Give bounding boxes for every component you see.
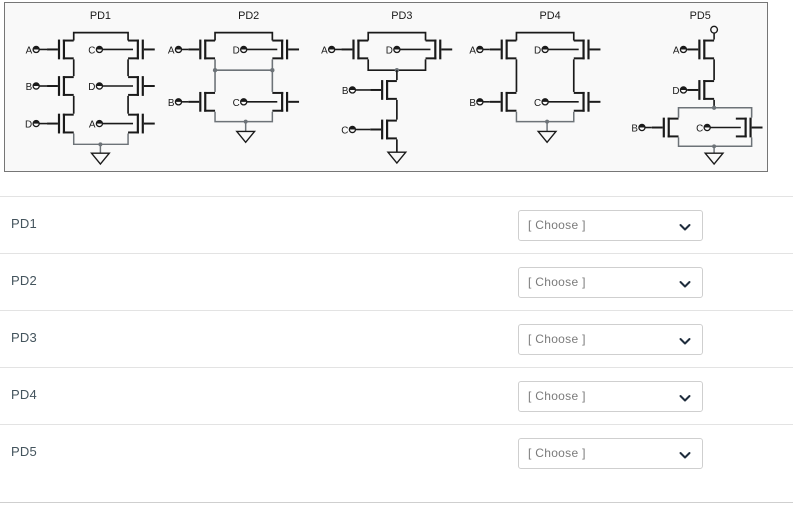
circuit-pd1-title: PD1 <box>90 10 111 22</box>
circuit-pd5-pin-b: B <box>631 123 638 134</box>
circuit-pd3-title: PD3 <box>391 10 412 22</box>
chevron-down-icon[interactable] <box>679 449 691 461</box>
circuit-pd5-pin-a: A <box>673 45 680 56</box>
circuit-pd5-pin-c: C <box>696 123 703 134</box>
circuit-pd2-pin-c: C <box>233 98 240 109</box>
circuit-pd1-pin-a2: A <box>89 120 96 131</box>
circuit-pd4-pin-c: C <box>534 98 541 109</box>
chevron-down-icon[interactable] <box>679 335 691 347</box>
circuit-pd1: PD1 A B <box>25 10 155 165</box>
select-pd2[interactable]: [ Choose ] <box>518 267 703 298</box>
circuit-diagram-svg: PD1 A B <box>25 10 763 165</box>
circuit-pd1-pin-b: B <box>26 82 33 93</box>
circuit-pd2-pin-b: B <box>168 98 175 109</box>
form-row-pd3: PD3 [ Choose ] <box>0 310 793 367</box>
chevron-down-icon[interactable] <box>679 392 691 404</box>
circuit-pd5-output-terminal <box>710 25 719 34</box>
select-pd4-value: [ Choose ] <box>528 389 586 403</box>
circuit-diagram-panel: PD1 A B <box>4 2 768 172</box>
circuit-pd4-pin-b: B <box>469 98 476 109</box>
select-pd1[interactable]: [ Choose ] <box>518 210 703 241</box>
circuit-pd3-pin-c: C <box>341 125 348 136</box>
circuit-pd5-pin-d: D <box>672 86 679 97</box>
select-pd5-value: [ Choose ] <box>528 446 586 460</box>
select-pd1-value: [ Choose ] <box>528 218 586 232</box>
select-pd3[interactable]: [ Choose ] <box>518 324 703 355</box>
circuit-pd3-pin-d: D <box>386 45 393 56</box>
circuit-pd2-pin-d: D <box>233 45 240 56</box>
form-row-pd5: PD5 [ Choose ] <box>0 424 793 481</box>
circuit-pd2-title: PD2 <box>238 10 259 22</box>
circuit-pd5: PD5 A D B <box>631 10 763 165</box>
circuit-pd3: PD3 A D B C <box>321 10 453 164</box>
form-row-pd1: PD1 [ Choose ] <box>0 196 793 253</box>
bottom-divider <box>0 502 793 503</box>
circuit-pd4-pin-d: D <box>534 45 541 56</box>
form-row-pd2: PD2 [ Choose ] <box>0 253 793 310</box>
circuit-pd4-pin-a: A <box>469 45 476 56</box>
circuit-pd2: PD2 A B D C <box>168 10 300 144</box>
select-pd2-value: [ Choose ] <box>528 275 586 289</box>
circuit-pd1-pin-c: C <box>88 45 95 56</box>
circuit-pd2-pin-a: A <box>168 45 175 56</box>
circuit-pd1-pin-d2: D <box>88 82 95 93</box>
chevron-down-icon[interactable] <box>679 221 691 233</box>
chevron-down-icon[interactable] <box>679 278 691 290</box>
circuit-pd4: PD4 A B D C <box>469 10 601 144</box>
select-pd3-value: [ Choose ] <box>528 332 586 346</box>
matching-form: PD1 [ Choose ] PD2 [ Choose ] PD3 [ Choo… <box>0 196 793 481</box>
row-label-pd1: PD1 <box>11 216 37 231</box>
select-pd4[interactable]: [ Choose ] <box>518 381 703 412</box>
row-label-pd3: PD3 <box>11 330 37 345</box>
circuit-pd4-title: PD4 <box>539 10 560 22</box>
circuit-pd1-pin-a1: A <box>26 45 33 56</box>
row-label-pd5: PD5 <box>11 444 37 459</box>
circuit-pd3-pin-a: A <box>321 45 328 56</box>
circuit-pd5-title: PD5 <box>690 10 711 22</box>
circuit-pd1-pin-d1: D <box>25 120 32 131</box>
row-label-pd4: PD4 <box>11 387 37 402</box>
circuit-pd3-pin-b: B <box>342 86 349 97</box>
form-row-pd4: PD4 [ Choose ] <box>0 367 793 424</box>
row-label-pd2: PD2 <box>11 273 37 288</box>
select-pd5[interactable]: [ Choose ] <box>518 438 703 469</box>
